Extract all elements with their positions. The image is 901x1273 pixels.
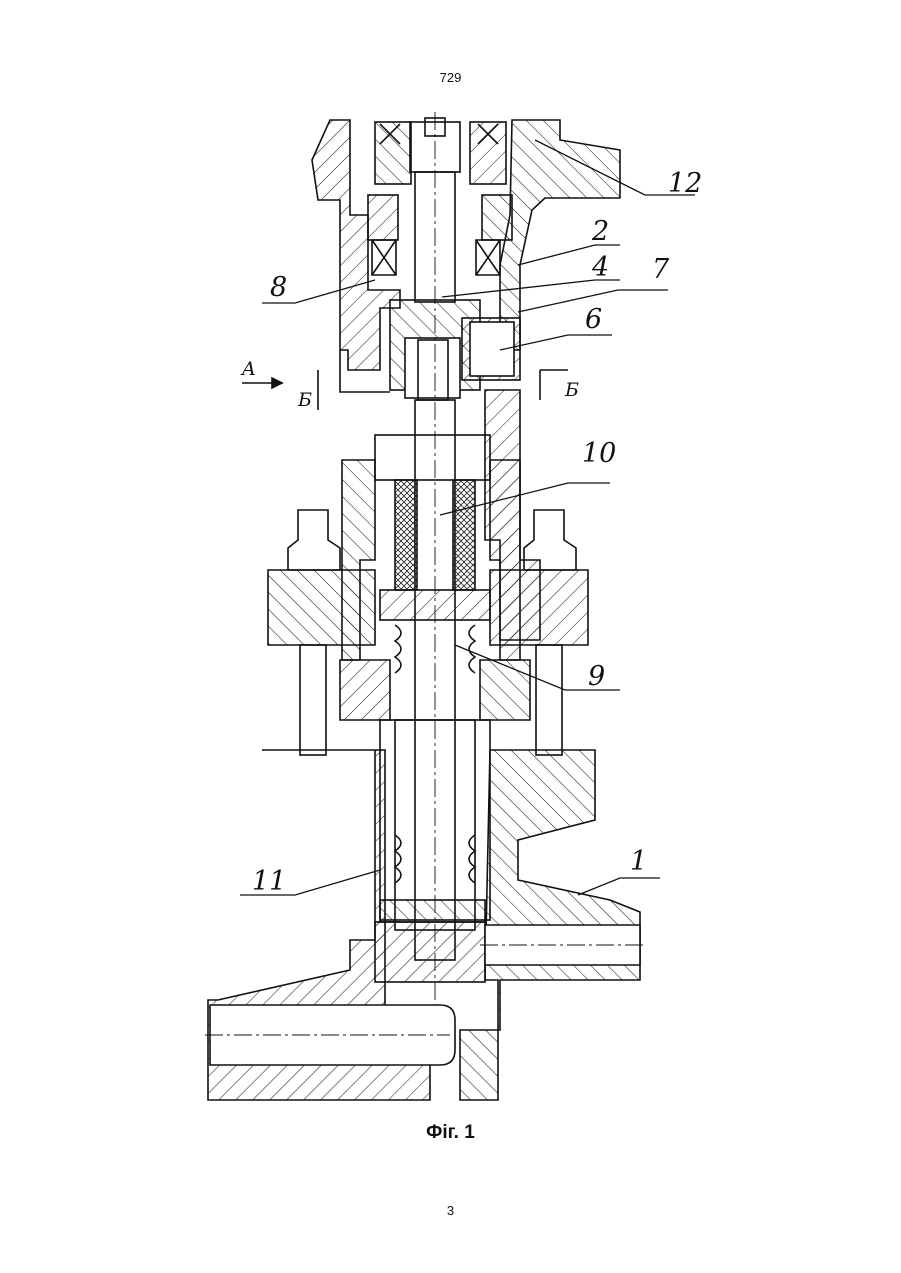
page-number-bottom: 3 [0,1203,901,1218]
technical-drawing: A Б Б 12 2 4 7 8 6 10 9 1 11 [200,100,720,1110]
label-6: 6 [585,304,602,335]
label-10: 10 [582,438,616,469]
valve-disc [380,900,485,922]
section-label-cut-right: Б [564,379,579,401]
label-9: 9 [588,661,605,692]
packing-left [395,480,417,590]
valve-cross-section: A Б Б 12 2 4 7 8 6 10 9 1 11 [200,100,720,1110]
section-label-cut-left: Б [297,389,312,411]
label-8: 8 [270,272,287,303]
flange [268,570,375,645]
label-4: 4 [591,252,609,283]
page-number-top: 729 [0,70,901,85]
bearing-right [470,122,506,184]
figure-caption: Фіг. 1 [0,1122,901,1144]
label-1: 1 [630,846,647,877]
label-12: 12 [668,168,702,199]
label-2: 2 [591,216,609,247]
section-label-a: A [240,358,256,380]
label-11: 11 [252,866,286,897]
bolt-left [288,510,340,570]
drawing-geometry [205,112,645,1100]
label-7: 7 [652,254,670,285]
packing-right [453,480,475,590]
